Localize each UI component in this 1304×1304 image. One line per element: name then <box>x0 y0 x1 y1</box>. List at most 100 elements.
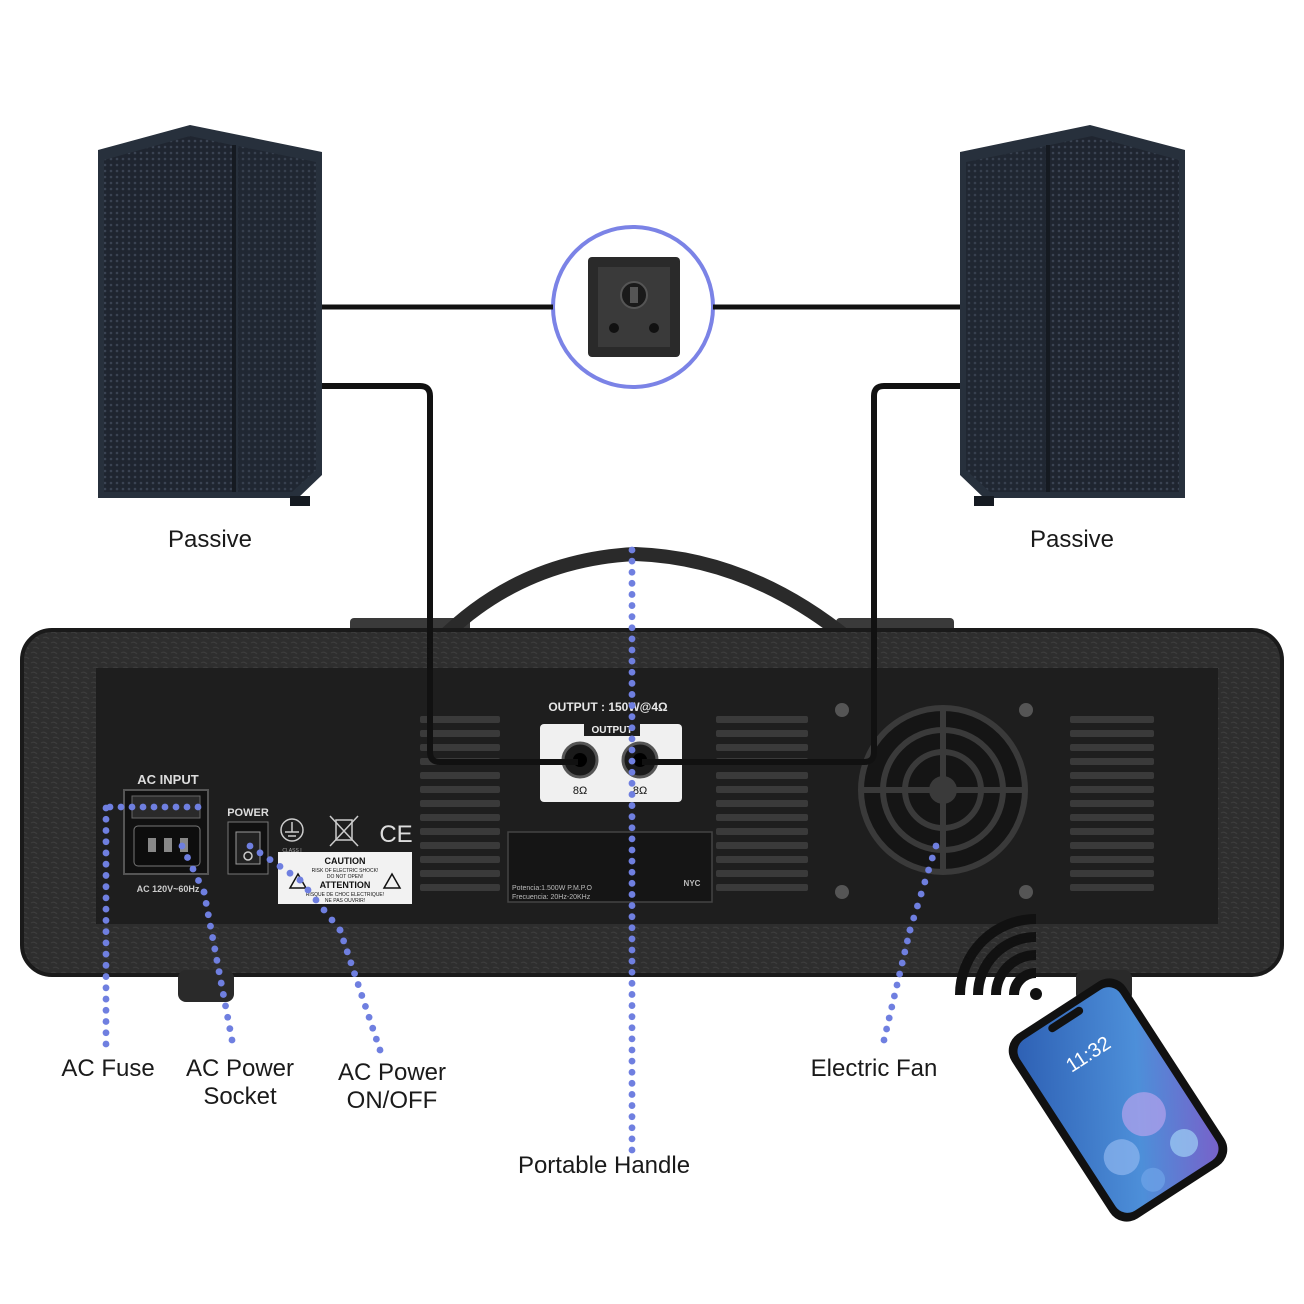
callout-dot <box>369 1024 377 1032</box>
callout-dot <box>266 856 274 863</box>
callout-dot <box>195 877 202 884</box>
callout-dot <box>883 1025 890 1033</box>
class-label: CLASS I <box>282 848 301 854</box>
callout-dot <box>102 928 110 936</box>
callout-dot <box>183 803 191 811</box>
wireless-signal-icon <box>955 914 1042 1000</box>
callout-dot <box>184 854 191 861</box>
callout-dot <box>628 1124 636 1132</box>
callout-dot <box>901 948 909 956</box>
vent-slot <box>1070 842 1154 849</box>
callout-dot <box>628 857 636 865</box>
left-passive-speaker <box>98 125 322 506</box>
callout-dot <box>202 899 210 907</box>
smartphone-icon[interactable]: 11:32 <box>1001 971 1235 1230</box>
callout-dot <box>628 613 636 621</box>
callout-dot <box>628 713 636 721</box>
callout-dot <box>102 815 110 823</box>
callout-dot <box>256 849 264 857</box>
callout-dot <box>891 992 898 1000</box>
callout-dot <box>365 1013 373 1021</box>
callout-dot <box>106 803 114 811</box>
callout-dot <box>328 916 336 924</box>
spec-plate: Potencia:1.500W P.M.P.O Frecuencia: 20Hz… <box>507 831 713 903</box>
callout-dot <box>139 803 147 811</box>
callout-dot <box>628 968 636 976</box>
callout-dot <box>628 935 636 943</box>
callout-dot <box>628 957 636 965</box>
callout-dot <box>628 1102 636 1109</box>
vent-slot <box>1070 856 1154 863</box>
callout-dot <box>296 876 304 884</box>
panel-screws <box>835 703 1033 899</box>
left-speaker-label: Passive <box>167 526 253 553</box>
vent-slot <box>420 786 500 793</box>
callout-dot <box>213 956 221 964</box>
callout-dot <box>336 926 344 934</box>
ac-power-onoff-label-line2: ON/OFF <box>346 1087 438 1114</box>
vent-slot <box>1070 884 1154 891</box>
callout-dot <box>628 846 636 854</box>
callout-dot <box>628 824 636 832</box>
vent-slot <box>716 730 808 737</box>
callout-dot <box>372 1035 380 1043</box>
callout-dot <box>276 863 284 870</box>
callout-dot <box>226 1025 234 1033</box>
callout-dot <box>102 838 110 846</box>
callout-dot <box>928 854 936 862</box>
vent-slot <box>716 842 808 849</box>
callout-dot <box>628 602 636 609</box>
callout-dot <box>172 803 180 811</box>
callout-dot <box>189 865 197 873</box>
callout-dot <box>358 992 366 999</box>
callout-dot <box>628 1046 636 1054</box>
portable-handle[interactable] <box>435 546 855 646</box>
callout-dot <box>128 803 136 811</box>
vent-slot <box>1070 800 1154 807</box>
callout-dot <box>628 868 636 876</box>
callout-dot <box>102 961 110 969</box>
callout-dot <box>628 668 636 676</box>
callout-dot <box>246 842 254 850</box>
callout-dot <box>211 945 219 953</box>
callout-dot <box>896 970 903 978</box>
callout-dot <box>362 1002 369 1010</box>
callout-dot <box>209 934 217 941</box>
vent-slot <box>420 856 500 863</box>
callout-dot <box>628 746 636 754</box>
callout-dot <box>628 557 636 565</box>
callout-dot <box>628 1135 636 1143</box>
attention-text: ATTENTION <box>320 880 371 890</box>
right-speaker-label: Passive <box>1029 526 1115 553</box>
vent-slot <box>716 828 808 835</box>
callout-dot <box>628 1024 636 1032</box>
brand-tag: NYC <box>684 879 701 888</box>
impedance-right: 8Ω <box>633 785 647 797</box>
callout-dot <box>628 813 636 821</box>
callout-dot <box>628 1057 636 1065</box>
electric-fan-label: Electric Fan <box>810 1055 938 1082</box>
callout-dot <box>161 803 169 811</box>
vent-slot <box>1070 730 1154 737</box>
callout-dot <box>102 1006 110 1014</box>
vent-slot <box>716 884 808 891</box>
callout-dot <box>628 1068 636 1076</box>
callout-dot <box>102 916 110 924</box>
callout-dot <box>628 679 636 687</box>
ac-power-socket-label-line1: AC Power <box>185 1055 295 1082</box>
callout-dot <box>628 802 636 809</box>
callout-dot <box>628 791 636 798</box>
callout-dot <box>628 635 636 643</box>
callout-dot <box>343 948 351 956</box>
output-rating: OUTPUT : 150W@4Ω <box>548 700 668 714</box>
power-label: POWER <box>227 807 269 819</box>
callout-dot <box>628 757 636 765</box>
callout-dot <box>628 991 636 998</box>
callout-dot <box>906 926 914 934</box>
callout-dot <box>628 591 636 598</box>
ac-power-socket-label: AC Power Socket <box>160 1055 320 1111</box>
callout-dot <box>628 1091 636 1098</box>
callout-dot <box>628 579 636 587</box>
callout-dot <box>628 735 636 743</box>
vent-slot <box>1070 758 1154 765</box>
